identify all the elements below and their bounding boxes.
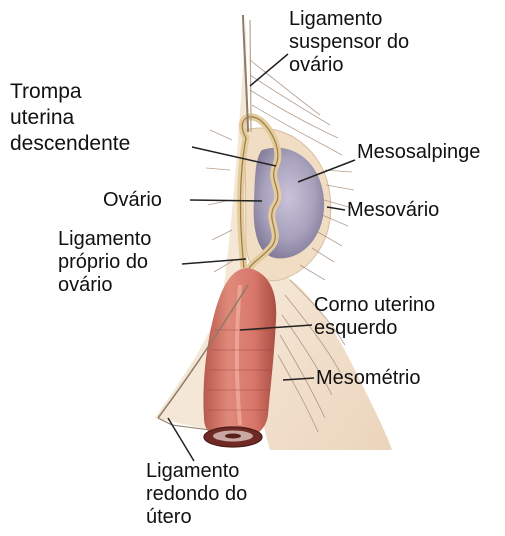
label-ovario: Ovário bbox=[103, 189, 162, 212]
label-mesovario: Mesovário bbox=[347, 199, 439, 222]
label-ligamento-suspensor: Ligamento suspensor do ovário bbox=[289, 8, 409, 77]
label-ligamento-redondo: Ligamento redondo do útero bbox=[146, 460, 247, 529]
label-mesometrio: Mesométrio bbox=[316, 367, 420, 390]
label-ligamento-proprio: Ligamento próprio do ovário bbox=[58, 228, 151, 297]
label-mesosalpinge: Mesosalpinge bbox=[357, 141, 480, 164]
label-trompa-uterina: Trompa uterina descendente bbox=[10, 79, 130, 157]
label-corno-uterino: Corno uterino esquerdo bbox=[314, 294, 435, 340]
